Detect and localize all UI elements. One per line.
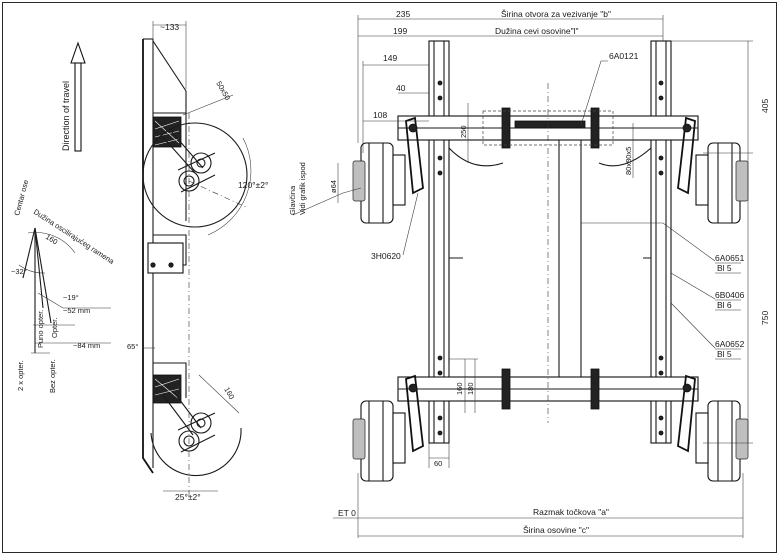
dim-160-tube: 160 <box>455 382 464 395</box>
duzina-osc-label: Dužina oscilirajućeg ramena <box>32 207 117 266</box>
dim-25deg: 25°±2° <box>175 492 201 502</box>
centar-ose-label: Centar ose <box>12 179 30 217</box>
et0-label: ET 0 <box>338 508 356 518</box>
bl6: Bl 6 <box>717 300 732 310</box>
dim-65deg: 65° <box>127 342 138 351</box>
dim-52mm: ~52 mm <box>63 306 90 315</box>
dim-108: 108 <box>373 110 387 120</box>
dim-133: ~133 <box>160 22 179 32</box>
sirina-osovine-label: Širina osovine "c" <box>523 525 589 535</box>
side-view: ~133 50x50 120°±2° 65° 160 25°±2° <box>127 21 268 502</box>
puno-opter-label: Puno opter. <box>36 310 45 348</box>
dim-60: 60 <box>434 459 442 468</box>
code-6b0406: 6B0406 <box>715 290 745 300</box>
dim-120deg: 120°±2° <box>238 180 268 190</box>
technical-drawing: Direction of travel <box>11 9 770 538</box>
direction-label: Direction of travel <box>61 81 71 151</box>
direction-arrow <box>70 41 86 152</box>
vidi-grafik-label: Vidi grafik ispod <box>298 162 307 215</box>
dim-235: 235 <box>396 9 410 19</box>
oscillation-graph: Centar ose Dužina oscilirajućeg ramena 1… <box>11 179 117 393</box>
glavcina-label: Glavčina <box>288 185 297 215</box>
top-view: 235 Širina otvora za vezivanje "b" 199 D… <box>288 9 770 538</box>
dim-160-osc: 160 <box>44 232 59 246</box>
dim-19deg: ~19° <box>63 293 79 302</box>
dim-50x50: 50x50 <box>214 80 232 102</box>
code-6a0121: 6A0121 <box>609 51 639 61</box>
dim-750: 750 <box>760 311 770 325</box>
duzina-cevi-label: Dužina cevi osovine"l" <box>495 26 579 36</box>
dim-199: 199 <box>393 26 407 36</box>
dim-32deg: ~32° <box>11 267 27 276</box>
code-3h0620: 3H0620 <box>371 251 401 261</box>
dim-80x80x5: 80x80x5 <box>624 147 633 175</box>
dim-149: 149 <box>383 53 397 63</box>
sirina-otvora-label: Širina otvora za vezivanje "b" <box>501 9 611 19</box>
bl5-a: Bl 5 <box>717 263 732 273</box>
code-6a0652: 6A0652 <box>715 339 745 349</box>
dim-160-arm: 160 <box>222 386 236 401</box>
bez-opter-label: Bez opter. <box>48 359 57 393</box>
opter-label: Opter. <box>50 318 59 338</box>
dim-84mm: ~84 mm <box>73 341 100 350</box>
two-x-opter-label: 2 x opter. <box>16 360 25 391</box>
code-6a0651: 6A0651 <box>715 253 745 263</box>
razmak-label: Razmak točkova "a" <box>533 507 609 517</box>
dim-405: 405 <box>760 99 770 113</box>
bl5-b: Bl 5 <box>717 349 732 359</box>
dim-250: 250 <box>459 125 468 138</box>
dim-180: 180 <box>466 382 475 395</box>
dim-40: 40 <box>396 83 406 93</box>
dim-64: ø64 <box>329 180 338 193</box>
